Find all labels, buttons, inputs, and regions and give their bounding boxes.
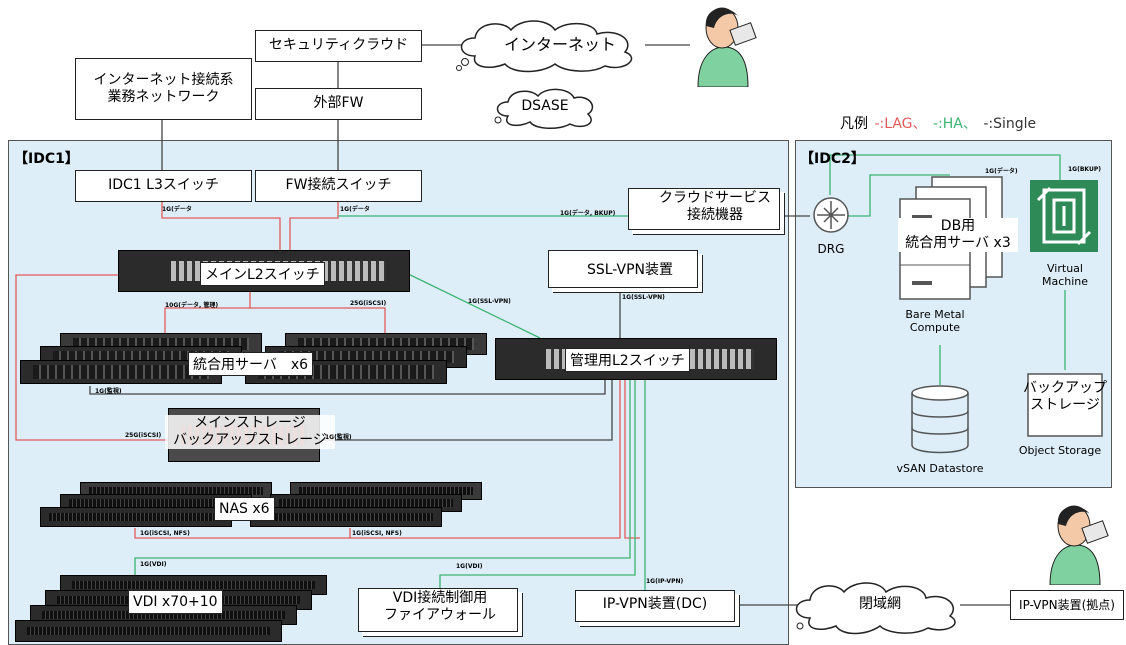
storage-label: メインストレージ バックアップストレージ: [165, 415, 335, 449]
link-label-nas-right: 1G(iSCSI, NFS): [352, 530, 402, 537]
security-cloud-box: セキュリティクラウド: [255, 30, 422, 62]
vdi-fw-label: VDI接続制御用 ファイアウォール: [384, 590, 496, 623]
site-user-icon: [1049, 505, 1109, 585]
external-fw-box: 外部FW: [255, 88, 422, 120]
ssl-vpn-card: [548, 250, 698, 288]
drg-router-icon: [813, 197, 849, 233]
vdi-unit-4: [15, 620, 282, 642]
virtual-machine-icon: [1030, 180, 1098, 252]
link-label-servers-mon: 1G(監視): [95, 388, 122, 395]
link-label-iscsi25: 25G(iSCSI): [350, 300, 387, 307]
main-l2-switch-label: メインL2スイッチ: [200, 262, 325, 286]
ipvpn-dc-label: IP-VPN装置(DC): [602, 596, 708, 612]
vdi-fw-card: [358, 588, 518, 632]
ipvpn-site-box: IP-VPN装置(拠点): [1010, 590, 1124, 620]
vdi-label: VDI x70+10: [128, 590, 223, 614]
link-label-idc2-data: 1G(データ): [985, 168, 1018, 175]
virtual-machine-label: Virtual Machine: [1041, 262, 1089, 289]
link-label-idc2-bkup: 1G(BKUP): [1068, 166, 1101, 173]
closed-network-label: 閉域網: [859, 596, 901, 612]
backup-storage-label: バックアップ ストレージ: [1023, 380, 1107, 413]
internet-label: インターネット: [503, 35, 616, 54]
link-label-fw-down: 1G(データ: [340, 206, 370, 213]
link-label-storage-iscsi: 25G(iSCSI): [125, 432, 162, 439]
dsase-cloud-icon: [494, 88, 594, 129]
link-label-cloud: 1G(データ, BKUP): [560, 210, 616, 217]
integrated-servers-label: 統合用サーバ x6: [188, 352, 314, 376]
fw-connect-switch: FW接続スイッチ: [255, 170, 422, 202]
idc1-label: 【IDC1】: [14, 151, 79, 167]
link-label-nas-left: 1G(iSCSI, NFS): [140, 530, 190, 537]
bare-metal-label: Bare Metal Compute: [905, 308, 965, 335]
idc1-l3-switch: IDC1 L3スイッチ: [75, 170, 252, 202]
legend-title: 凡例: [840, 116, 868, 132]
nas-unit-5: [40, 507, 232, 527]
drg-label: DRG: [817, 242, 845, 256]
legend-single: -:Single: [983, 116, 1037, 132]
idc2-label: 【IDC2】: [800, 151, 865, 167]
internet-cloud-icon: [456, 20, 633, 73]
object-storage-label: Object Storage: [1018, 444, 1102, 457]
link-label-ipvpn: 1G(IP-VPN): [646, 578, 684, 585]
link-label-vdi: 1G(VDI): [140, 561, 167, 568]
link-label-ssl-mgmt: 1G(SSL-VPN): [468, 298, 511, 305]
vsan-datastore-icon: [911, 385, 969, 454]
closed-network-cloud-icon: [795, 582, 956, 635]
ssl-vpn-label: SSL-VPN装置: [586, 262, 674, 278]
vsan-label: vSAN Datastore: [896, 462, 984, 475]
link-label-ssl-down: 1G(SSL-VPN): [622, 294, 665, 301]
cloud-equipment-card: [628, 188, 780, 230]
dsase-label: DSASE: [521, 98, 569, 114]
legend-lag: -:LAG、: [874, 116, 927, 132]
legend-ha: -:HA、: [932, 116, 977, 132]
ipvpn-dc-card: [575, 590, 735, 622]
link-label-storage-mon: 1G(監視): [325, 434, 352, 441]
internet-business-network-box: インターネット接続系 業務ネットワーク: [75, 58, 252, 120]
user-icon: [697, 7, 757, 87]
link-label-l3-down: 1G(データ: [162, 206, 192, 213]
nas-unit-6: [250, 507, 442, 527]
db-servers-label: DB用 統合用サーバ x3: [898, 218, 1018, 252]
object-storage-icon: [1027, 373, 1103, 437]
mgmt-l2-switch-label: 管理用L2スイッチ: [565, 348, 690, 372]
link-label-vdifw: 1G(VDI): [456, 563, 483, 570]
nas-label: NAS x6: [214, 497, 275, 521]
cloud-equipment-label: クラウドサービス 接続機器: [659, 190, 771, 223]
link-label-main-servers: 10G(データ, 管理): [165, 302, 219, 309]
legend: 凡例 -:LAG、 -:HA、 -:Single: [838, 113, 1036, 133]
